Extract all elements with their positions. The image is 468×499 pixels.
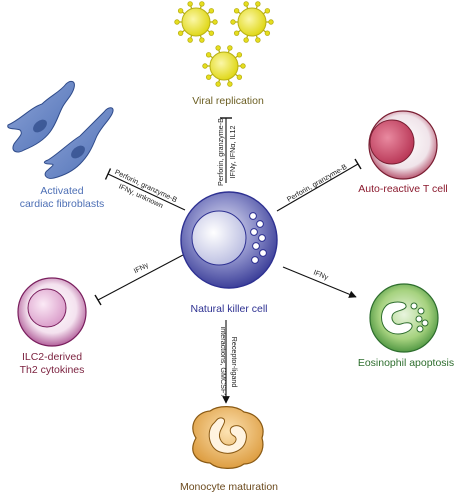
inhibit-bar xyxy=(354,158,362,170)
virus-particle-icon xyxy=(174,1,218,43)
label-viral-replication: Viral replication xyxy=(192,95,264,107)
edge-to-fibroblasts: Perforin, granzyme-B IFNγ, unknown xyxy=(104,167,186,211)
label-ilc2-2: Th2 cytokines xyxy=(20,364,85,376)
label-eosinophil: Eosinophil apoptosis xyxy=(358,357,454,369)
edge-to-tcell: Perforin, granzyme-B xyxy=(276,158,362,212)
virus-particle-icon xyxy=(230,1,274,43)
edge-to-ilc2: IFNγ xyxy=(94,254,184,306)
label-fibroblasts-2: cardiac fibroblasts xyxy=(20,198,105,210)
inhibit-bar xyxy=(104,168,112,180)
virus-cluster-icon xyxy=(174,1,274,87)
edge-label-tcell: Perforin, granzyme-B xyxy=(285,162,348,204)
label-fibroblasts-1: Activated xyxy=(40,185,83,197)
label-monocyte: Monocyte maturation xyxy=(180,481,278,493)
label-nk-cell: Natural killer cell xyxy=(190,303,267,315)
monocyte-icon xyxy=(192,406,264,469)
t-cell-icon xyxy=(368,110,438,180)
ilc2-cell-icon xyxy=(17,277,87,347)
label-ilc2-1: ILC2-derived xyxy=(22,351,82,363)
fibroblast-cells-icon xyxy=(7,80,114,179)
virus-particle-icon xyxy=(202,45,246,87)
edge-to-monocyte: Receptor-ligand interactions, GMCSF? xyxy=(219,320,239,404)
edge-label-viral-1: Perforin, granzyme-B xyxy=(216,118,225,186)
nk-cell-icon xyxy=(180,191,278,289)
eosinophil-icon xyxy=(369,283,439,353)
label-t-cell: Auto-reactive T cell xyxy=(358,183,448,195)
edge-label-viral-2: IFNγ, IFNα, IL12 xyxy=(228,126,237,179)
inhibit-bar xyxy=(94,294,102,306)
edge-to-viral: Perforin, granzyme-B IFNγ, IFNα, IL12 xyxy=(216,117,237,186)
edge-label-ilc2: IFNγ xyxy=(132,260,150,275)
edge-label-monocyte-2: interactions, GMCSF? xyxy=(219,327,228,398)
edge-label-monocyte-1: Receptor-ligand xyxy=(230,337,239,388)
edge-to-eosinophil: IFNγ xyxy=(282,266,357,298)
